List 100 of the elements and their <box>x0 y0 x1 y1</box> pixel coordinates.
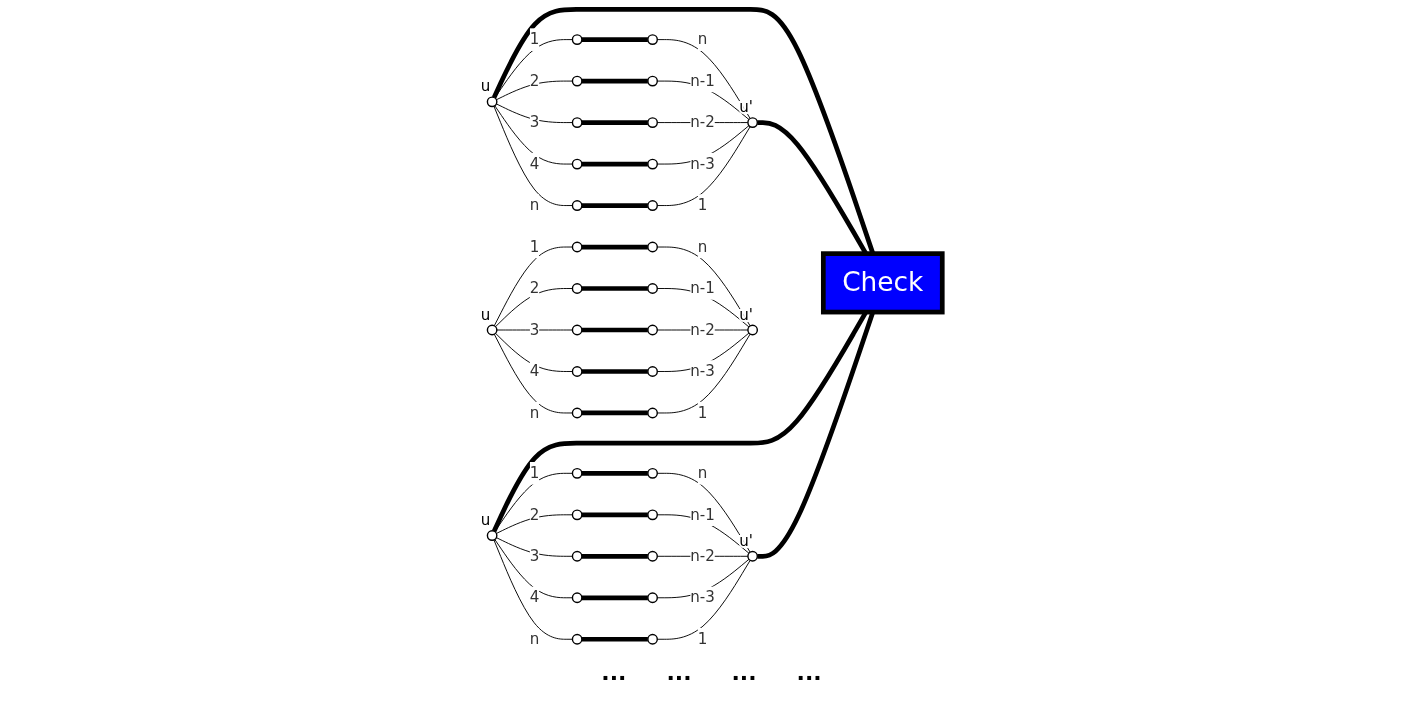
vertex-circle <box>571 324 583 336</box>
vertex-label: u <box>480 77 491 96</box>
connector <box>494 538 573 599</box>
edge-label: 1 <box>529 237 540 256</box>
edge-label: n-2 <box>690 113 715 132</box>
vertex-label: u' <box>739 305 753 324</box>
connector <box>581 470 648 476</box>
edge-label: 2 <box>529 71 540 90</box>
vertex-circle <box>647 324 658 336</box>
vertex-label: u' <box>739 98 753 117</box>
vertex-circle <box>647 241 658 253</box>
vertex-circle <box>647 283 658 294</box>
edge-label: 1 <box>529 30 540 49</box>
connector <box>494 105 573 165</box>
connector <box>493 105 573 206</box>
connector <box>581 410 648 416</box>
connector <box>581 512 648 518</box>
edge-label: 1 <box>697 196 708 215</box>
vertex-circle <box>647 407 658 419</box>
edge-label: n-1 <box>690 71 715 90</box>
connector <box>581 636 648 642</box>
vertex-circle <box>647 34 658 45</box>
connector <box>495 537 573 557</box>
connector <box>581 327 648 333</box>
ellipsis-note: ... <box>731 660 757 685</box>
vertex-label: u <box>480 511 491 530</box>
edge-label: 1 <box>697 629 708 648</box>
edge-label: n <box>697 237 708 256</box>
vertex-label: u <box>480 305 491 324</box>
vertex-circle <box>571 633 583 645</box>
vertex-circle <box>571 117 583 128</box>
edge-label: n-3 <box>690 362 715 380</box>
edge-label: n <box>697 30 708 49</box>
vertex-circle <box>571 592 583 604</box>
vertex-circle <box>747 324 759 336</box>
vertex-circle <box>571 241 583 253</box>
vertex-circle <box>647 75 658 87</box>
vertex-circle <box>571 509 583 521</box>
edge-label: n <box>697 463 708 482</box>
edge-label: 1 <box>697 403 708 422</box>
connector <box>494 472 573 533</box>
connector <box>495 514 573 534</box>
vertex-circle <box>571 158 583 170</box>
connector <box>493 333 573 414</box>
connector <box>581 78 648 84</box>
vertex-circle <box>571 550 583 562</box>
vertex-circle <box>571 467 583 479</box>
connector <box>495 80 573 101</box>
connector <box>494 39 573 99</box>
connector <box>581 369 648 374</box>
ellipsis-note: ... <box>601 660 627 685</box>
connector <box>495 103 573 124</box>
connector <box>496 329 573 331</box>
vertex-circle <box>647 550 658 562</box>
vertex-circle <box>486 530 498 541</box>
edge-label: 1 <box>529 463 540 482</box>
vertex-circle <box>571 407 583 419</box>
vertex-circle <box>647 467 658 479</box>
edge-label: n <box>529 629 540 648</box>
connector <box>581 120 648 125</box>
check-box: Check <box>820 251 945 315</box>
edge-label: 4 <box>529 154 540 173</box>
edge-label: 3 <box>529 113 540 132</box>
connector <box>581 286 648 291</box>
connector <box>581 553 648 559</box>
ellipsis-note: ... <box>796 660 822 685</box>
edge-label: 2 <box>529 279 540 297</box>
vertex-circle <box>747 117 759 128</box>
edge-label: n-2 <box>690 546 715 565</box>
connector <box>495 288 573 328</box>
vertex-circle <box>647 200 658 211</box>
vertex-circle <box>571 200 583 211</box>
edge-label: 4 <box>529 588 540 607</box>
edge-label: 3 <box>529 546 540 565</box>
vertex-circle <box>647 592 658 604</box>
edge-label: n-2 <box>690 320 715 339</box>
vertex-circle <box>647 366 658 377</box>
edge-label: 4 <box>529 362 540 380</box>
vertex-circle <box>571 283 583 294</box>
edge-label: n-1 <box>690 505 715 524</box>
connector <box>581 37 648 42</box>
edge-label: n <box>529 196 540 215</box>
edge-label: n-1 <box>690 279 715 297</box>
vertex-circle <box>571 366 583 377</box>
vertex-circle <box>571 75 583 87</box>
vertex-circle <box>571 34 583 45</box>
edge-label: 3 <box>529 320 540 339</box>
vertex-circle <box>647 117 658 128</box>
connector <box>493 539 573 640</box>
edge-label: n-3 <box>690 154 715 173</box>
vertex-circle <box>486 324 498 336</box>
edge-label: n-3 <box>690 588 715 607</box>
connector <box>491 7 876 255</box>
edge-label: 2 <box>529 505 540 524</box>
connector <box>581 203 648 208</box>
connector <box>495 332 573 372</box>
vertex-circle <box>647 158 658 170</box>
vertex-circle <box>747 550 759 562</box>
edge-label: n <box>529 403 540 422</box>
vertex-circle <box>486 96 498 108</box>
